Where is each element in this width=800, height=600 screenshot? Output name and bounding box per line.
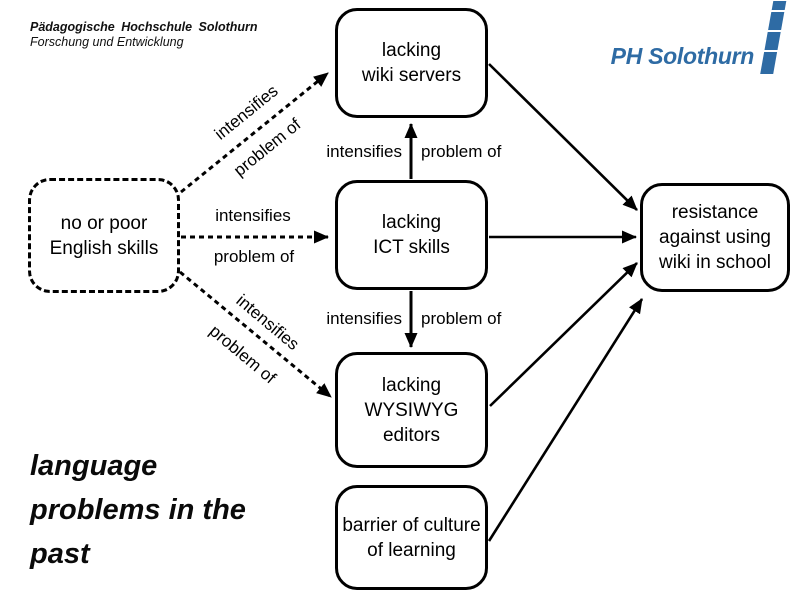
edge-wysiwyg-to-resistance bbox=[489, 262, 638, 407]
node-ict-skills: lacking ICT skills bbox=[335, 180, 488, 290]
edge-label-intensifies: intensifies bbox=[326, 309, 402, 328]
edge-label-problem-of: problem of bbox=[421, 142, 502, 161]
node-culture-barrier: barrier of culture of learning bbox=[335, 485, 488, 590]
org-name: Pädagogische Hochschule Solothurn bbox=[30, 20, 258, 34]
node-wysiwyg-editors: lacking WYSIWYG editors bbox=[335, 352, 488, 468]
node-english-skills: no or poor English skills bbox=[28, 178, 180, 293]
edge-wikiservers-to-resistance bbox=[488, 63, 638, 211]
edge-label-intensifies: intensifies bbox=[326, 142, 402, 161]
header: Pädagogische Hochschule Solothurn Forsch… bbox=[30, 20, 258, 50]
edge-label-intensifies: intensifies bbox=[215, 206, 291, 225]
slide-title: language problems in the past bbox=[30, 450, 246, 570]
org-department: Forschung und Entwicklung bbox=[30, 35, 184, 49]
edge-label-problem-of: problem of bbox=[421, 309, 502, 328]
node-resistance: resistance against using wiki in school bbox=[640, 183, 790, 292]
ph-solothurn-logo-text: PH Solothurn bbox=[610, 43, 755, 69]
ph-solothurn-logo-bar-icon bbox=[760, 1, 787, 74]
edge-english-to-wikiservers bbox=[180, 71, 329, 194]
node-wiki-servers: lacking wiki servers bbox=[335, 8, 488, 118]
edge-label-problem-of: problem of bbox=[214, 247, 295, 266]
edge-english-to-wysiwyg bbox=[179, 270, 332, 399]
edge-barrier-to-resistance bbox=[487, 298, 644, 542]
